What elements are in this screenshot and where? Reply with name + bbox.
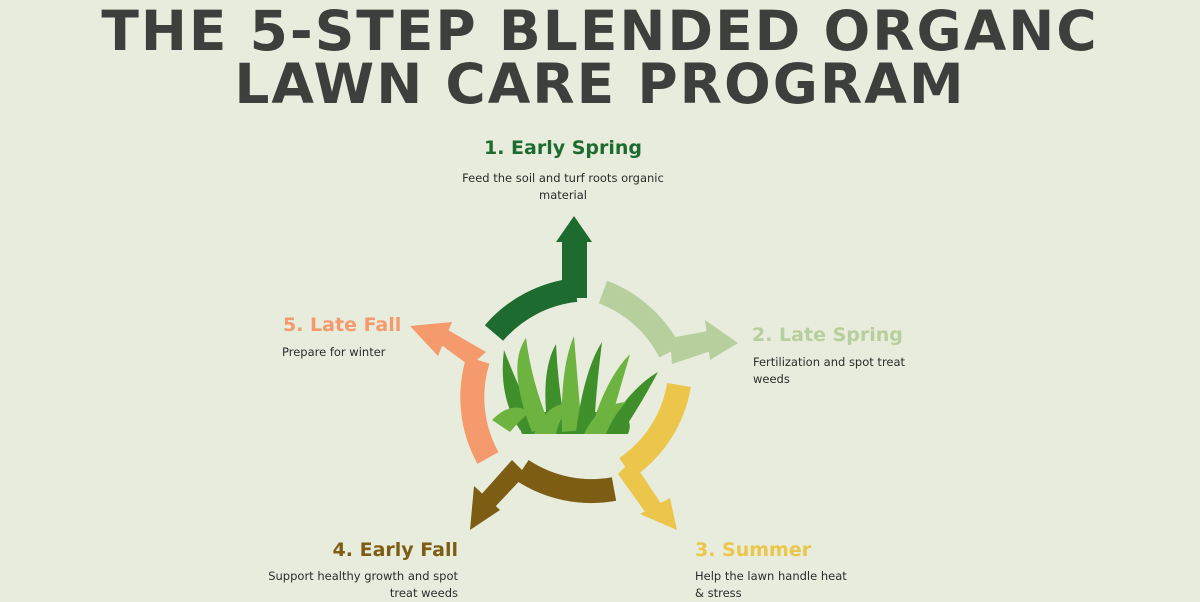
step-4-description: Support healthy growth and spot treat we… <box>268 569 458 600</box>
page-title-line-1: THE 5-STEP BLENDED ORGANC <box>101 0 1099 63</box>
grass-icon <box>492 336 658 434</box>
step-1-title: 1. Early Spring <box>483 137 643 159</box>
step-2-description: Fertilization and spot treat weeds <box>753 355 906 386</box>
cycle-arrow-early-spring <box>484 216 592 342</box>
step-4-title: 4. Early Fall <box>332 539 458 561</box>
step-1-description: Feed the soil and turf roots organic mat… <box>462 171 664 202</box>
cycle-arrow-late-fall <box>410 322 499 464</box>
step-3-title: 3. Summer <box>695 539 812 561</box>
step-2-title: 2. Late Spring <box>752 324 903 346</box>
cycle-arrow-early-fall <box>470 459 617 530</box>
cycle-arrow-late-spring <box>598 280 738 364</box>
step-5-title: 5. Late Fall <box>283 314 402 336</box>
page-title-line-2: LAWN CARE PROGRAM <box>234 52 966 116</box>
cycle-arrow-summer <box>618 382 691 530</box>
step-5-description: Prepare for winter <box>282 345 386 359</box>
step-3-description: Help the lawn handle heat & stress <box>695 569 847 600</box>
